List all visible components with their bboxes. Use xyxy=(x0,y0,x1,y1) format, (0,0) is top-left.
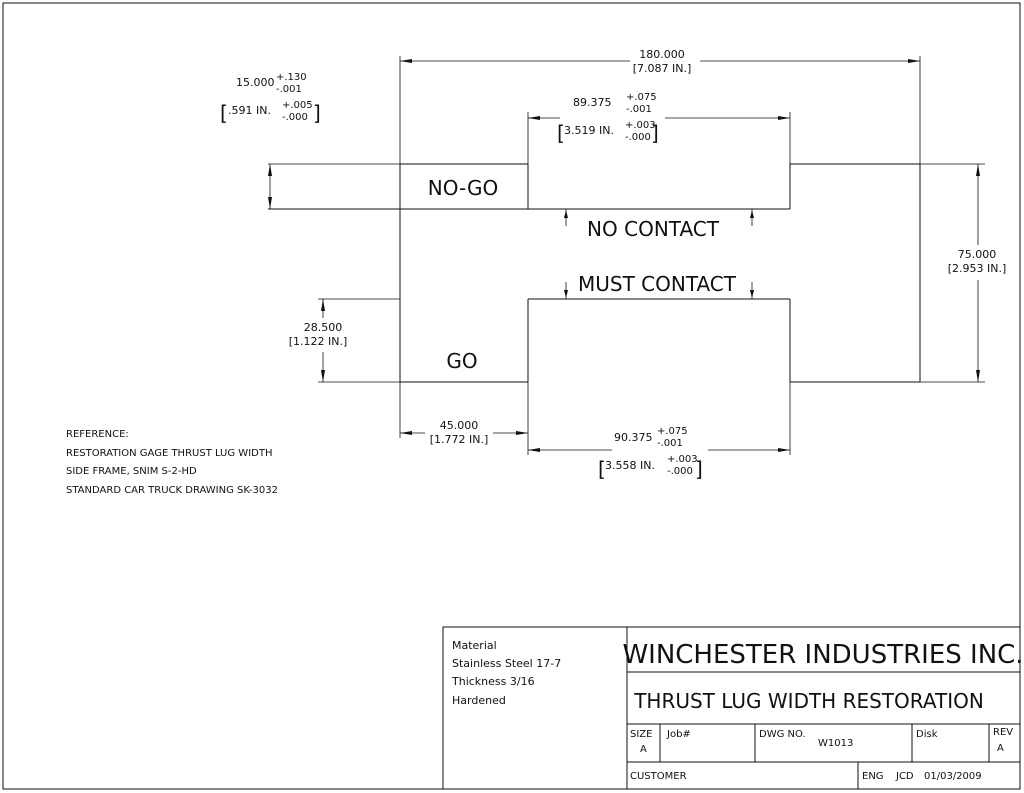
bottom-lug-value: 90.375 xyxy=(614,431,653,444)
customer-label: CUSTOMER xyxy=(630,771,687,782)
bottom-lug-bracket-left: [ xyxy=(598,457,606,481)
top-lug-tol-minus: -.001 xyxy=(626,104,652,115)
overall-height-inch: [2.953 IN.] xyxy=(948,262,1007,275)
overall-height-value: 75.000 xyxy=(958,248,997,261)
nogo-height-value: 15.000 xyxy=(236,76,275,89)
bottom-lug-inch-plus: +.003 xyxy=(667,454,698,465)
bottom-lug-tol-minus: -.001 xyxy=(657,438,683,449)
go-label: GO xyxy=(446,349,477,373)
go-width-inch: [1.772 IN.] xyxy=(430,433,489,446)
reference-notes: REFERENCE: RESTORATION GAGE THRUST LUG W… xyxy=(66,429,278,496)
gage-outline xyxy=(268,163,921,383)
top-lug-bracket-left: [ xyxy=(557,121,565,145)
overall-width-inch: [7.087 IN.] xyxy=(633,62,692,75)
material-label: Material xyxy=(452,639,497,652)
rev-value: A xyxy=(997,743,1004,754)
bottom-lug-bracket-right: ] xyxy=(695,457,703,481)
nogo-height-inch-plus: +.005 xyxy=(282,100,313,111)
nogo-height-tol-minus: -.001 xyxy=(276,84,302,95)
rev-label: REV xyxy=(993,727,1013,738)
nogo-height-bracket-right: ] xyxy=(313,101,321,125)
no-go-label: NO-GO xyxy=(428,176,498,200)
top-lug-inch-plus: +.003 xyxy=(625,120,656,131)
bottom-lug-tol-plus: +.075 xyxy=(657,426,688,437)
go-width-value: 45.000 xyxy=(440,419,479,432)
top-lug-value: 89.375 xyxy=(573,96,612,109)
dwg-label: DWG NO. xyxy=(759,729,806,740)
material-thickness: Thickness 3/16 xyxy=(451,675,535,688)
nogo-height-inch-minus: -.000 xyxy=(282,112,308,123)
size-label: SIZE xyxy=(630,729,652,740)
top-lug-bracket-right: ] xyxy=(651,121,659,145)
reference-line: REFERENCE: xyxy=(66,429,129,440)
must-contact-label: MUST CONTACT xyxy=(578,272,737,296)
bottom-lug-inch: 3.558 IN. xyxy=(605,459,655,472)
company-name: WINCHESTER INDUSTRIES INC. xyxy=(622,640,1023,670)
material-treatment: Hardened xyxy=(452,694,506,707)
top-lug-inch-minus: -.000 xyxy=(625,132,651,143)
drawing-title: THRUST LUG WIDTH RESTORATION xyxy=(633,689,984,713)
overall-width-value: 180.000 xyxy=(639,48,685,61)
disk-label: Disk xyxy=(916,729,938,740)
reference-line: SIDE FRAME, SNIM S-2-HD xyxy=(66,466,197,477)
go-height-inch: [1.122 IN.] xyxy=(289,335,348,348)
dwg-value: W1013 xyxy=(818,738,853,749)
nogo-height-inch: .591 IN. xyxy=(228,104,271,117)
top-lug-tol-plus: +.075 xyxy=(626,92,657,103)
material-spec: Stainless Steel 17-7 xyxy=(452,657,561,670)
go-height-value: 28.500 xyxy=(304,321,343,334)
reference-line: STANDARD CAR TRUCK DRAWING SK-3032 xyxy=(66,485,278,496)
nogo-height-tol-plus: +.130 xyxy=(276,72,307,83)
bottom-lug-inch-minus: -.000 xyxy=(667,466,693,477)
dimension-lines xyxy=(268,59,980,452)
title-block: Material Stainless Steel 17-7 Thickness … xyxy=(442,626,1024,790)
extension-lines xyxy=(268,56,985,455)
no-contact-label: NO CONTACT xyxy=(587,217,720,241)
eng-initials: JCD xyxy=(895,771,914,782)
eng-label: ENG xyxy=(862,771,884,782)
top-lug-inch: 3.519 IN. xyxy=(564,124,614,137)
nogo-height-bracket-left: [ xyxy=(220,101,228,125)
eng-date: 01/03/2009 xyxy=(924,771,982,782)
size-value: A xyxy=(640,744,647,755)
job-label: Job# xyxy=(666,729,691,740)
reference-line: RESTORATION GAGE THRUST LUG WIDTH xyxy=(66,448,272,459)
